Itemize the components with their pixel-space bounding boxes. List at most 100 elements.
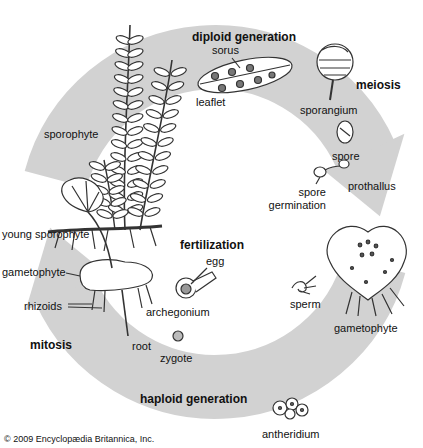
frond-leaflet: [127, 86, 144, 98]
frond-leaflet: [142, 122, 159, 134]
part-label: spore: [332, 150, 360, 163]
frond-leaflet: [113, 86, 130, 98]
phase-label: fertilization: [180, 238, 244, 252]
frond-leaflet: [150, 80, 167, 92]
phase-label: meiosis: [356, 78, 401, 92]
frond-leaflet: [148, 94, 165, 106]
frond-leaflet: [152, 164, 169, 176]
part-label: archegonium: [146, 306, 210, 319]
frond-leaflet: [126, 125, 143, 137]
leaflet-midrib: [200, 65, 290, 84]
sporangium-annulus: [319, 46, 351, 75]
frond-leaflet: [132, 178, 149, 190]
copyright-note: © 2009 Encyclopædia Britannica, Inc.: [4, 434, 154, 445]
zygote-drawing: [173, 331, 183, 341]
frond-leaflet: [162, 108, 179, 120]
frond-leaflet: [157, 136, 174, 148]
antheridium-cells: [279, 403, 304, 412]
gametophyte-drawing: [327, 226, 406, 300]
frond-leaflet: [144, 206, 161, 218]
frond-leaflet: [104, 160, 121, 172]
sporangium-stalk: [330, 80, 333, 100]
part-label: sperm: [290, 298, 321, 311]
frond-leaflet: [127, 73, 144, 85]
frond-leaflet: [146, 192, 163, 204]
frond-leaflet: [112, 208, 129, 220]
young-sporophyte-stem: [88, 212, 112, 268]
gametophyte-drawing: [80, 260, 152, 291]
leaflet-drawing: [195, 50, 295, 99]
frond-leaflet: [149, 178, 166, 190]
part-label: sporophyte: [44, 128, 98, 141]
cycle-band: [56, 57, 375, 387]
part-label: gametophyte: [334, 322, 398, 335]
frond-leaflet: [127, 206, 144, 218]
sex-organs: [351, 240, 394, 283]
leaf-veins: [72, 181, 99, 212]
part-label: root: [132, 340, 151, 353]
frond-leaflet: [108, 184, 125, 196]
frond-leaflet: [106, 172, 123, 184]
part-label: gametophyte: [2, 266, 66, 279]
part-label: rhizoids: [24, 300, 62, 313]
antheridium-drawing: [273, 398, 308, 419]
root-drawing: [122, 290, 128, 336]
frond-leaflets: [88, 34, 187, 220]
phase-label: diploid generation: [192, 30, 296, 44]
frond-leaflet: [137, 150, 154, 162]
leader-line: [68, 304, 102, 308]
part-label: zygote: [160, 352, 192, 365]
part-label: sorus: [212, 44, 239, 57]
frond-leaflet: [153, 66, 170, 78]
frond-leaflet: [88, 160, 105, 172]
leader-line: [66, 273, 80, 276]
germinating-spore: [314, 167, 326, 177]
cycle-arrowhead: [325, 134, 405, 217]
germ-tube: [316, 166, 342, 184]
frond-leaflet: [111, 112, 128, 124]
fern-drawings: [48, 25, 406, 419]
frond-leaflet: [135, 164, 152, 176]
frond-leaflet: [96, 208, 113, 220]
frond-leaflet: [159, 122, 176, 134]
frond-leaflet: [110, 196, 127, 208]
frond-leaflet: [127, 47, 144, 59]
part-label: spore germination: [262, 186, 326, 212]
frond-leaflet: [145, 108, 162, 120]
young-sporophyte-leaf: [62, 178, 104, 212]
archegonium-neck: [193, 272, 216, 292]
frond-leaflet: [127, 60, 144, 72]
part-label: prothallus: [348, 180, 396, 193]
leader-line: [191, 268, 207, 284]
frond-leaflet: [127, 112, 144, 124]
frond-leaflet: [129, 192, 146, 204]
part-label: antheridium: [262, 428, 319, 441]
frond-leaflet: [140, 136, 157, 148]
sperm-drawing: [292, 276, 316, 294]
spore-mark: [340, 128, 350, 136]
frond-leaflet: [127, 99, 144, 111]
frond-leaflet: [154, 150, 171, 162]
part-label: leaflet: [196, 96, 225, 109]
frond-leaflet: [111, 125, 128, 137]
sporangium-drawing: [317, 44, 353, 80]
phase-label: haploid generation: [140, 392, 247, 406]
frond-leaflet: [112, 99, 129, 111]
part-label: egg: [206, 255, 224, 268]
egg-drawing: [181, 284, 191, 294]
frond-leaflet: [127, 34, 144, 46]
frond-leaflet: [167, 80, 184, 92]
part-label: sporangium: [300, 104, 357, 117]
part-label: young sporophyte: [2, 228, 89, 241]
spore-drawing: [337, 121, 353, 143]
rhizoid-lines: [346, 288, 404, 316]
frond-leaflet: [165, 94, 182, 106]
frond-leaflet: [170, 66, 187, 78]
sori: [212, 65, 276, 92]
frond-leaflet: [110, 151, 127, 163]
phase-label: mitosis: [30, 338, 72, 352]
frond-leaflet: [110, 138, 127, 150]
leader-line: [232, 58, 240, 68]
